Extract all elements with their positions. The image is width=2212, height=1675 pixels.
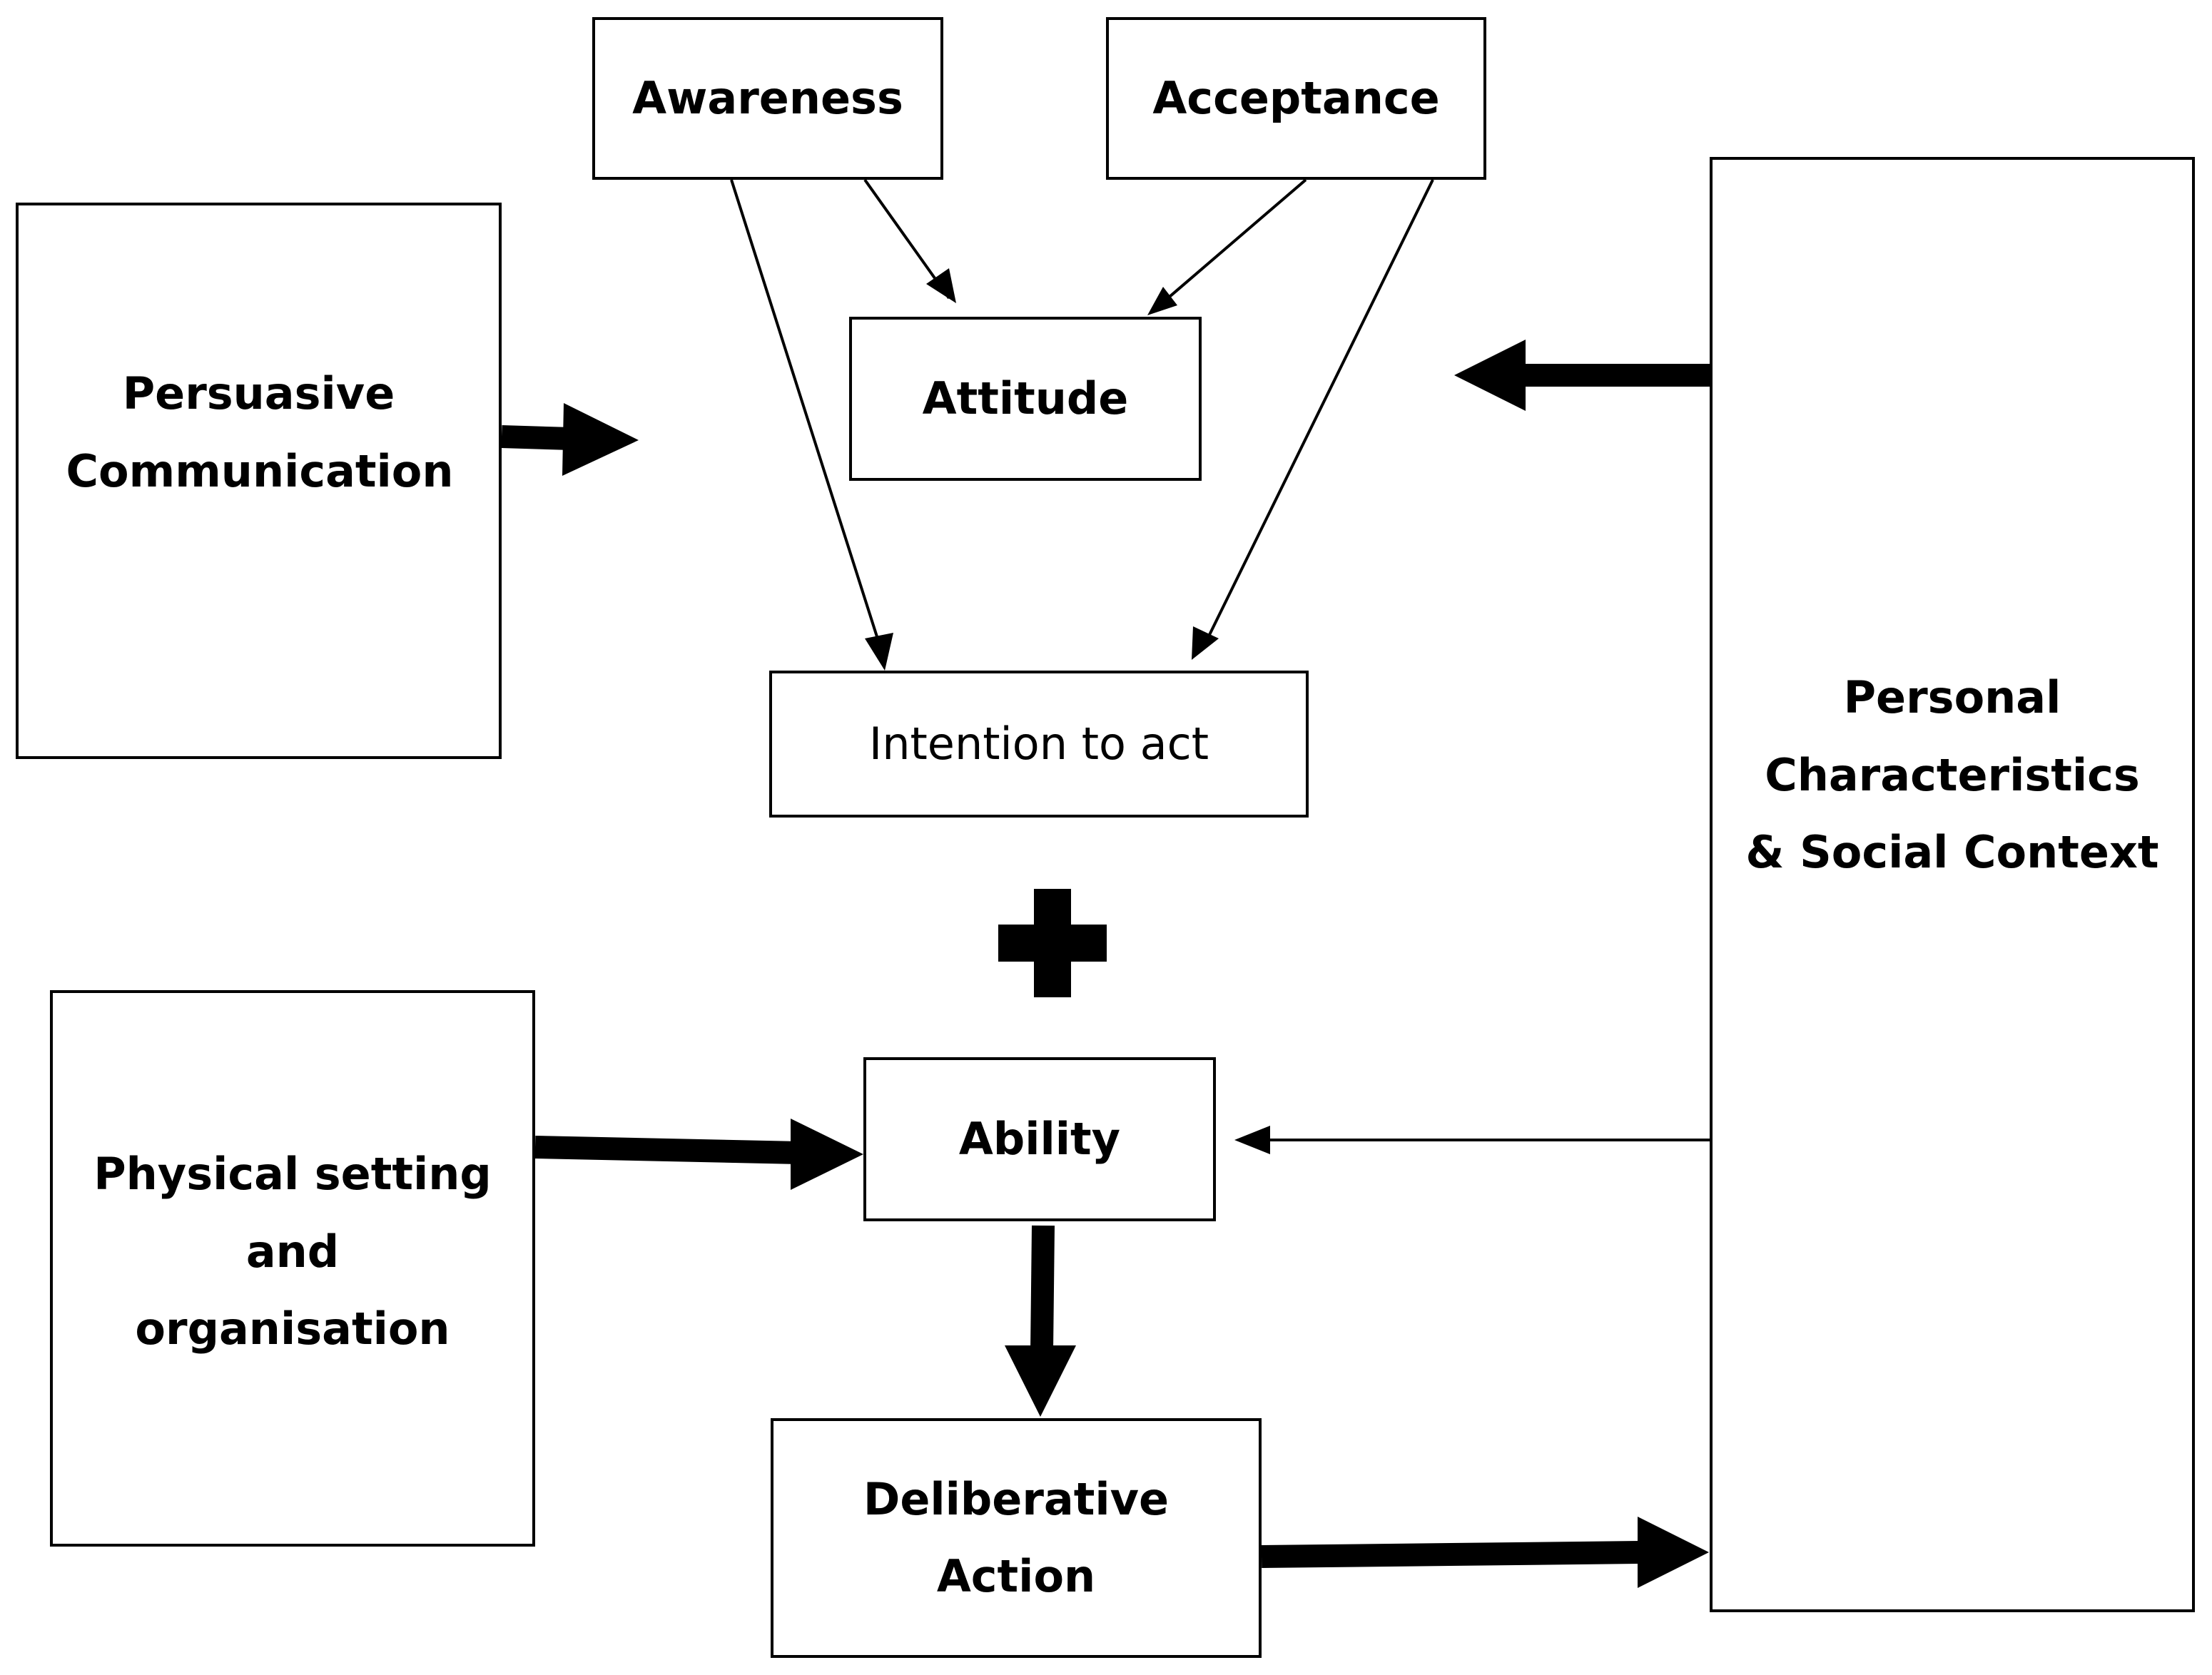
- arrow-head-acceptance-to-intention: [1192, 626, 1219, 660]
- ability-box: Ability: [863, 1057, 1216, 1221]
- arrow-physical-to-ability: [534, 1136, 800, 1164]
- personal-characteristics-label: Personal Characteristics & Social Contex…: [1745, 671, 2159, 878]
- acceptance-box: Acceptance: [1106, 17, 1486, 180]
- arrow-head-action-to-personal: [1638, 1517, 1709, 1588]
- arrow-ability-to-action: [1030, 1225, 1055, 1353]
- arrow-head-awareness-to-intention: [865, 633, 893, 671]
- arrow-acceptance-to-intention: [1204, 179, 1434, 643]
- arrow-head-persuasive-to-centre: [562, 403, 639, 476]
- persuasive-communication-box: Persuasive Communication: [16, 203, 502, 759]
- awareness-box: Awareness: [592, 17, 943, 180]
- deliberative-action-label: Deliberative Action: [863, 1472, 1170, 1603]
- arrow-action-to-personal: [1261, 1541, 1642, 1568]
- deliberative-action-box: Deliberative Action: [771, 1418, 1262, 1658]
- arrow-acceptance-to-attitude: [1158, 178, 1307, 307]
- plus-icon: [998, 889, 1107, 997]
- physical-setting-label: Physical setting and organisation: [93, 1148, 492, 1355]
- awareness-label: Awareness: [632, 71, 903, 124]
- arrow-head-acceptance-to-attitude: [1147, 287, 1177, 315]
- acceptance-label: Acceptance: [1152, 71, 1440, 124]
- arrow-awareness-to-intention: [730, 179, 881, 646]
- arrow-persuasive-to-centre: [501, 425, 572, 450]
- attitude-box: Attitude: [849, 317, 1202, 481]
- personal-characteristics-box: Personal Characteristics & Social Contex…: [1710, 157, 2195, 1612]
- arrow-head-personal-to-centre: [1454, 340, 1526, 411]
- arrow-head-ability-to-action: [1005, 1345, 1076, 1417]
- ability-label: Ability: [958, 1112, 1121, 1165]
- arrow-head-awareness-to-attitude: [926, 268, 956, 303]
- intention-to-act-box: Intention to act: [769, 671, 1309, 818]
- arrow-head-personal-to-ability: [1234, 1126, 1270, 1154]
- physical-setting-box: Physical setting and organisation: [50, 990, 535, 1547]
- attitude-label: Attitude: [922, 372, 1129, 424]
- arrow-head-physical-to-ability: [791, 1119, 863, 1190]
- intention-to-act-label: Intention to act: [868, 717, 1209, 770]
- persuasive-communication-label: Persuasive Communication: [66, 367, 454, 497]
